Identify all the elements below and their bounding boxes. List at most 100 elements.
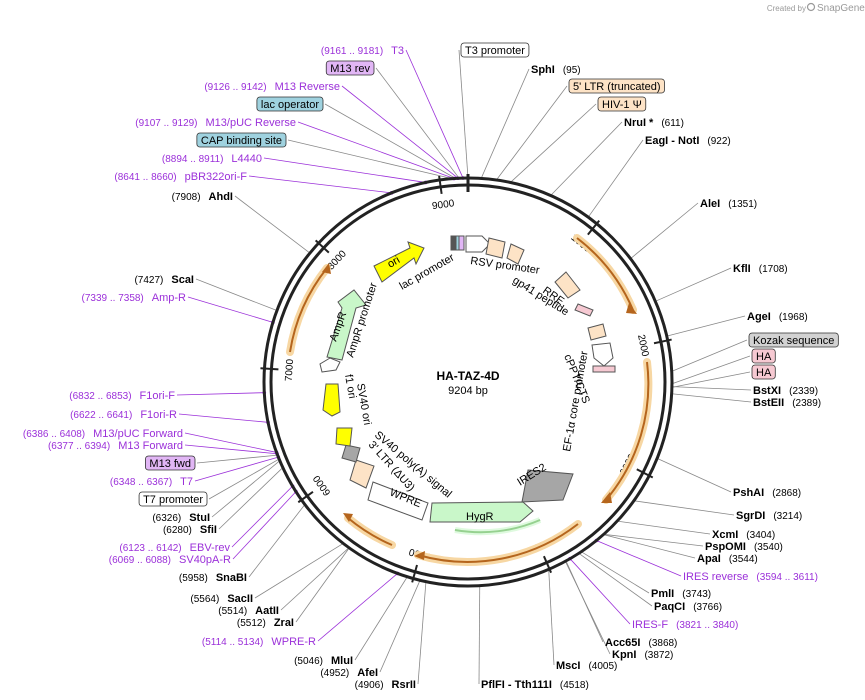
feature-3ltr[interactable] (349, 459, 375, 489)
feature-ires2[interactable] (521, 469, 574, 503)
feature-m13-rev[interactable] (458, 235, 465, 251)
site-position: (5564) (190, 594, 219, 605)
site-label-right[interactable]: SphI(95) (531, 64, 581, 76)
feature-ha-tags[interactable] (592, 365, 616, 373)
feature-box (751, 348, 776, 364)
feature-rsv-promoter[interactable] (465, 235, 491, 253)
site-label-left[interactable]: AhdI(7908) (172, 191, 233, 203)
feature-sv40-polya[interactable] (341, 444, 361, 463)
site-label-left[interactable]: SfiI(6280) (163, 524, 217, 536)
site-label-left[interactable]: M13 Reverse(9126 .. 9142) (204, 81, 340, 93)
site-label-right[interactable]: ApaI(3544) (697, 553, 758, 565)
site-position: (3540) (754, 542, 783, 553)
tick-mark (297, 491, 314, 504)
feature-5ltr[interactable] (485, 237, 506, 259)
feature-f1-ori[interactable] (322, 383, 341, 417)
site-label-left[interactable]: ScaI(7427) (134, 274, 194, 286)
site-label-left[interactable]: Amp-R(7339 .. 7358) (82, 292, 187, 304)
site-label-left[interactable]: L4440(8894 .. 8911) (162, 153, 262, 165)
site-label-right[interactable]: BstEII(2389) (753, 397, 821, 409)
site-label-right[interactable]: Acc65I(3868) (605, 637, 677, 649)
primer-name: T3 (391, 45, 404, 57)
site-label-right[interactable]: IRES reverse(3594 .. 3611) (683, 571, 818, 583)
site-label-right[interactable]: AleI(1351) (700, 198, 757, 210)
site-label-left[interactable]: F1ori-R(6622 .. 6641) (70, 409, 177, 421)
site-label-right[interactable]: PspOMI (3540) (705, 541, 783, 553)
site-label-right[interactable]: PflFI - Tth111I(4518) (481, 679, 589, 691)
site-label-right[interactable]: SgrDI(3214) (736, 510, 802, 522)
site-label-right[interactable]: BstXI(2339) (753, 385, 818, 397)
site-label-right[interactable]: T3 promoter (460, 42, 530, 58)
feature-box (145, 455, 196, 471)
feature-hiv-psi[interactable] (506, 243, 525, 265)
label-rsv-promoter: RSV promoter (470, 255, 541, 277)
feature-ampr[interactable] (326, 289, 367, 361)
enzyme-name: PspOMI (705, 541, 746, 553)
feature-ef1a-promoter[interactable] (591, 342, 614, 367)
site-label-left[interactable]: M13/pUC Reverse(9107 .. 9129) (135, 117, 296, 129)
leader-line (218, 467, 284, 530)
site-label-left[interactable]: WPRE-R(5114 .. 5134) (202, 636, 316, 648)
primer-name: EBV-rev (190, 542, 231, 554)
site-label-right[interactable]: HIV-1 Ψ (597, 96, 647, 112)
site-label-left[interactable]: pBR322ori-F(8641 .. 8660) (114, 171, 247, 183)
site-label-left[interactable]: AfeI(4952) (320, 667, 378, 679)
feature-cap-site[interactable] (450, 235, 456, 251)
site-label-right[interactable]: PshAI(2868) (733, 487, 801, 499)
site-label-left[interactable]: ZraI(5512) (237, 617, 294, 629)
site-label-left[interactable]: M13 fwd (145, 455, 196, 471)
site-label-left[interactable]: RsrII(4906) (355, 679, 416, 691)
site-label-right[interactable]: AgeI(1968) (747, 311, 808, 323)
leader-line (184, 432, 277, 453)
site-position: (6832 .. 6853) (69, 391, 131, 402)
site-label-left[interactable]: CAP binding site (196, 132, 287, 148)
site-label-right[interactable]: KpnI(3872) (612, 649, 673, 661)
site-position: (6280) (163, 525, 192, 536)
tick-label: 2000 (635, 334, 650, 358)
site-label-right[interactable]: XcmI(3404) (712, 529, 775, 541)
site-label-left[interactable]: T7(6348 .. 6367) (110, 476, 193, 488)
site-label-left[interactable]: T3(9161 .. 9181) (321, 45, 404, 57)
site-label-right[interactable]: HA (751, 348, 776, 364)
site-label-left[interactable]: MluI(5046) (294, 655, 353, 667)
site-label-right[interactable]: PmlI(3743) (651, 588, 711, 600)
feature-cppt[interactable] (587, 323, 607, 341)
site-label-right[interactable]: IRES-F(3821 .. 3840) (632, 619, 738, 631)
site-label-left[interactable]: M13 Forward(6377 .. 6394) (48, 440, 183, 452)
site-label-left[interactable]: lac operator (256, 96, 324, 112)
leader-line (196, 454, 278, 464)
feature-sv40-ori[interactable] (335, 427, 353, 447)
site-label-right[interactable]: EagI - NotI(922) (645, 135, 731, 147)
site-label-left[interactable]: AatII(5514) (218, 605, 279, 617)
site-label-right[interactable]: KflI(1708) (733, 263, 788, 275)
feature-ampr-promoter[interactable] (319, 357, 341, 373)
leader-line (208, 458, 280, 500)
feature-ori[interactable] (373, 241, 425, 283)
site-label-left[interactable]: EBV-rev(6123 .. 6142) (119, 542, 230, 554)
site-label-right[interactable]: 5' LTR (truncated) (568, 78, 665, 94)
site-label-right[interactable]: HA (751, 364, 776, 380)
feature-box (138, 491, 208, 507)
site-label-right[interactable]: MscI(4005) (556, 660, 617, 672)
feature-hygr[interactable] (429, 501, 534, 523)
site-label-right[interactable]: PaqCI(3766) (654, 601, 722, 613)
site-position: (8641 .. 8660) (114, 172, 176, 183)
site-label-left[interactable]: SnaBI(5958) (179, 572, 247, 584)
site-label-right[interactable]: NruI *(611) (624, 117, 684, 129)
site-label-left[interactable]: SacII(5564) (190, 593, 253, 605)
site-label-left[interactable]: StuI(6326) (152, 512, 210, 524)
enzyme-name: AfeI (357, 667, 378, 679)
feature-gp41[interactable] (574, 303, 594, 317)
site-label-left[interactable]: F1ori-F(6832 .. 6853) (69, 390, 175, 402)
site-label-left[interactable]: M13/pUC Forward(6386 .. 6408) (23, 428, 183, 440)
feature-wpre[interactable] (367, 481, 429, 521)
site-label-right[interactable]: Kozak sequence (748, 332, 839, 348)
leader-line (248, 504, 306, 578)
enzyme-name: PmlI (651, 588, 674, 600)
site-label-left[interactable]: SV40pA-R(6069 .. 6088) (109, 554, 231, 566)
site-label-left[interactable]: M13 rev (325, 60, 375, 76)
credit-brand: SnapGene (817, 3, 865, 14)
feature-rre[interactable] (554, 271, 581, 299)
site-label-left[interactable]: T7 promoter (138, 491, 208, 507)
